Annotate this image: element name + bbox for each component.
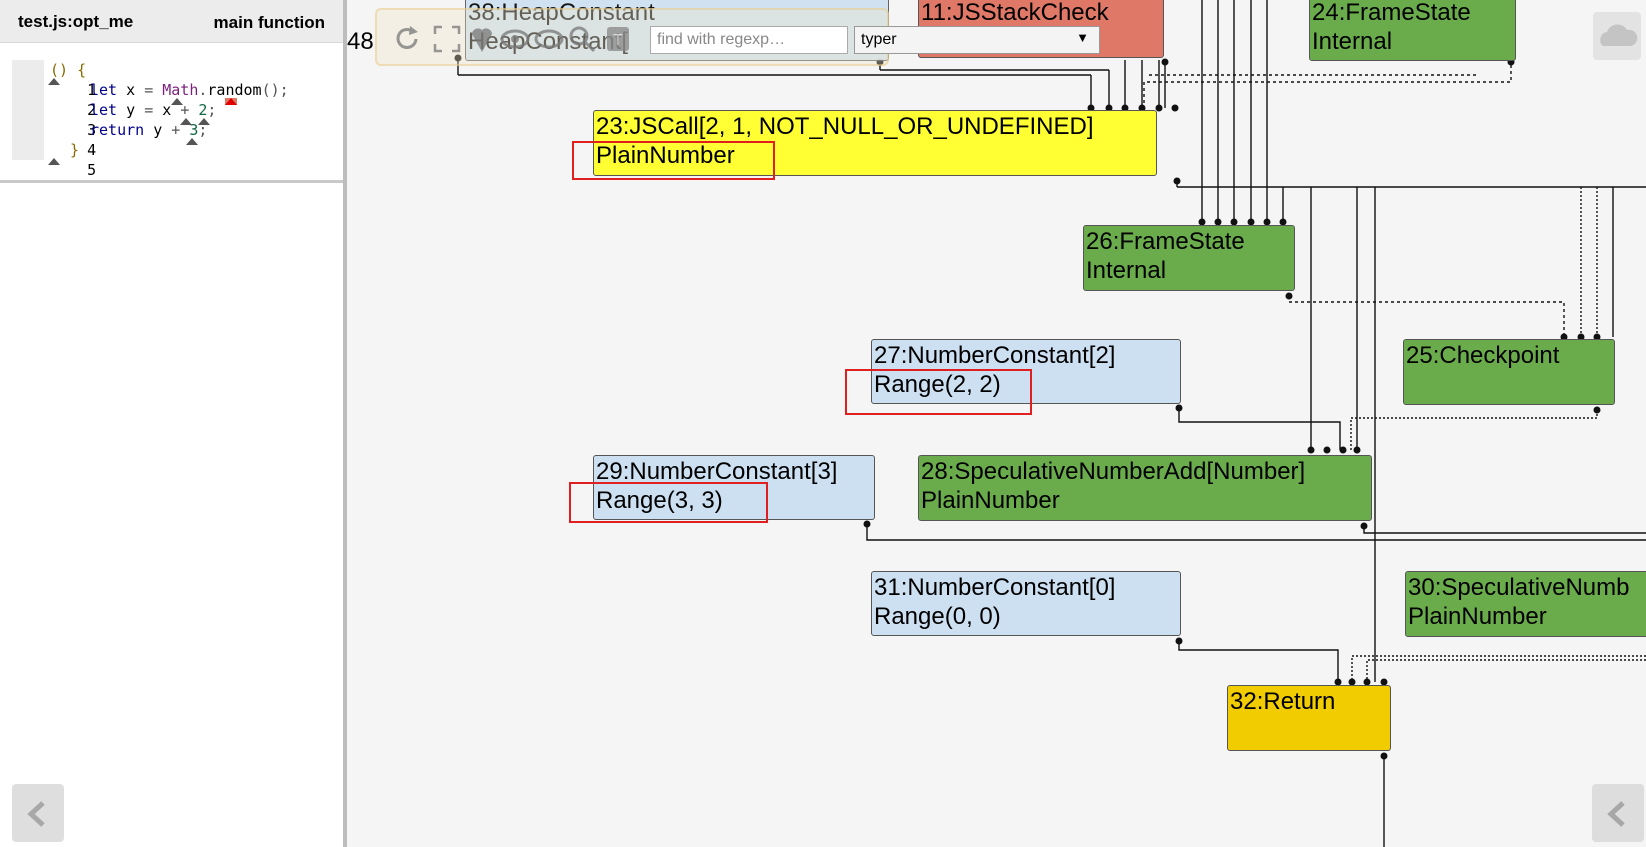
type-highlight-box bbox=[569, 482, 768, 523]
line-number: 1 bbox=[87, 81, 97, 99]
graph-node-30[interactable]: 30:SpeculativeNumb PlainNumber bbox=[1405, 571, 1646, 637]
source-panel-header: test.js:opt_me main function bbox=[0, 0, 343, 43]
cloud-icon bbox=[1600, 24, 1638, 46]
code-line[interactable]: 3 let y = x + 2; bbox=[12, 100, 216, 139]
graph-node-29[interactable]: 29:NumberConstant[3] Range(3, 3) bbox=[593, 455, 875, 520]
source-position-marker[interactable] bbox=[48, 78, 60, 85]
graph-view[interactable]: 38:HeapConstant HeapConstant[ 11:JSStack… bbox=[347, 0, 1646, 847]
file-title: test.js:opt_me bbox=[18, 12, 134, 31]
line-number: 4 bbox=[87, 141, 97, 159]
source-position-marker[interactable] bbox=[171, 98, 183, 105]
partial-node-label: 48 bbox=[347, 28, 374, 55]
eye-icon[interactable] bbox=[499, 24, 531, 54]
line-number: 5 bbox=[87, 161, 97, 179]
search-input[interactable] bbox=[650, 26, 848, 54]
chevron-left-icon bbox=[1607, 801, 1625, 827]
source-code-view[interactable]: 1 () { 2 let x = Math.random(); 3 let y … bbox=[12, 60, 337, 179]
code-line[interactable]: 1 () { bbox=[12, 60, 96, 99]
graph-node-23[interactable]: 23:JSCall[2, 1, NOT_NULL_OR_UNDEFINED] P… bbox=[593, 110, 1157, 176]
toggle-types-icon[interactable]: T bbox=[605, 24, 631, 54]
code-text: let x = Math.random(); bbox=[90, 81, 289, 99]
fit-icon[interactable] bbox=[432, 24, 462, 54]
svg-text:T: T bbox=[613, 32, 623, 49]
panel-divider[interactable] bbox=[0, 180, 343, 183]
function-name: main function bbox=[213, 13, 325, 32]
eye-icon[interactable] bbox=[533, 24, 565, 54]
chevron-left-icon bbox=[27, 801, 45, 827]
phase-select[interactable]: typer ▼ bbox=[854, 26, 1100, 54]
graph-node-25[interactable]: 25:Checkpoint bbox=[1403, 339, 1615, 405]
code-text: () { bbox=[50, 61, 87, 79]
graph-edges bbox=[454, 0, 1646, 847]
type-highlight-box bbox=[572, 141, 775, 180]
source-position-marker[interactable] bbox=[48, 158, 60, 165]
line-number: 3 bbox=[87, 121, 97, 139]
code-text: let y = x + 2; bbox=[90, 101, 217, 119]
panel-splitter[interactable] bbox=[343, 0, 347, 847]
collapse-right-top-button[interactable] bbox=[1593, 12, 1641, 60]
graph-node-27[interactable]: 27:NumberConstant[2] Range(2, 2) bbox=[871, 339, 1181, 404]
source-position-marker[interactable] bbox=[186, 138, 198, 145]
graph-node-24[interactable]: 24:FrameState Internal bbox=[1309, 0, 1516, 61]
zoom-icon[interactable] bbox=[567, 24, 597, 54]
graph-node-31[interactable]: 31:NumberConstant[0] Range(0, 0) bbox=[871, 571, 1181, 636]
line-number-gutter bbox=[12, 60, 44, 160]
type-highlight-box bbox=[845, 369, 1032, 415]
dropdown-arrow-icon: ▼ bbox=[1076, 30, 1089, 45]
hide-unselected-icon[interactable] bbox=[469, 24, 495, 54]
collapse-right-button[interactable] bbox=[1592, 784, 1644, 842]
collapse-left-button[interactable] bbox=[12, 784, 64, 842]
source-panel: test.js:opt_me main function 1 () { 2 le… bbox=[0, 0, 344, 847]
code-text: } bbox=[70, 141, 80, 159]
code-line[interactable]: 2 let x = Math.random(); bbox=[12, 80, 289, 119]
source-position-marker[interactable] bbox=[198, 118, 210, 125]
line-number: 2 bbox=[87, 101, 97, 119]
graph-node-32[interactable]: 32:Return bbox=[1227, 685, 1391, 751]
graph-node-26[interactable]: 26:FrameState Internal bbox=[1083, 225, 1295, 291]
reload-icon[interactable] bbox=[392, 24, 422, 54]
code-line[interactable]: 5 } bbox=[12, 140, 96, 179]
graph-node-28[interactable]: 28:SpeculativeNumberAdd[Number] PlainNum… bbox=[918, 455, 1372, 521]
source-position-marker[interactable] bbox=[180, 118, 192, 125]
source-position-marker-selected[interactable] bbox=[225, 98, 237, 105]
code-line[interactable]: 4 return y + 3; bbox=[12, 120, 207, 159]
code-text: return y + 3; bbox=[90, 121, 208, 139]
